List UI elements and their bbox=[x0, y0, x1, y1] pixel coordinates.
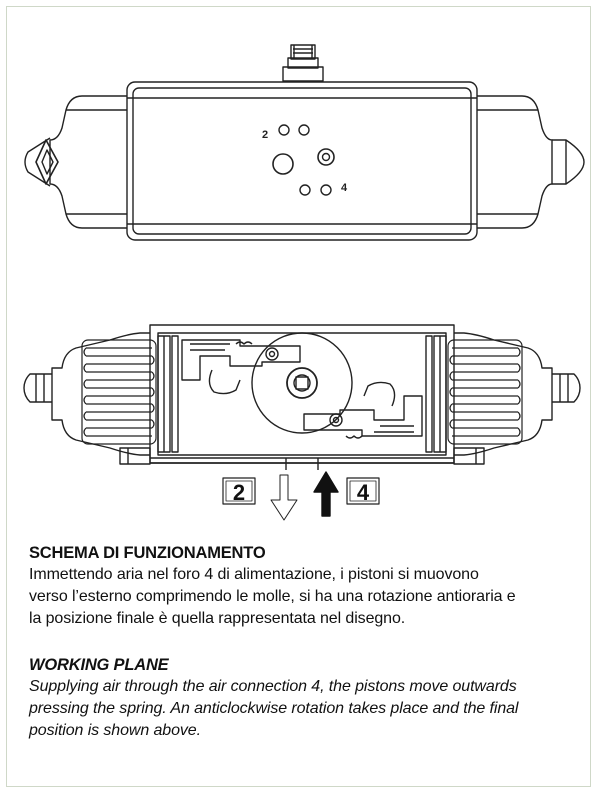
section-right-shaft bbox=[552, 373, 581, 403]
english-description: WORKING PLANE Supplying air through the … bbox=[29, 655, 589, 741]
top-ports bbox=[272, 124, 335, 196]
top-left-cap bbox=[24, 95, 127, 229]
top-right-cap bbox=[477, 95, 585, 229]
arrow-label-4: 4 bbox=[357, 480, 370, 505]
section-left-shaft bbox=[23, 373, 52, 403]
actuator-section-view bbox=[23, 324, 581, 470]
english-line-1: Supplying air through the air connection… bbox=[29, 678, 517, 695]
actuator-top-view bbox=[24, 44, 585, 241]
top-body bbox=[126, 81, 478, 241]
section-right-spring bbox=[447, 339, 523, 445]
section-casing bbox=[51, 324, 553, 465]
exhaust-arrow-2 bbox=[270, 474, 298, 521]
section-port-tube bbox=[150, 457, 454, 470]
supply-arrow-4 bbox=[313, 471, 339, 517]
top-port-label-4: 4 bbox=[341, 182, 348, 194]
italian-heading: SCHEMA DI FUNZIONAMENTO bbox=[29, 544, 266, 562]
english-line-3: position is shown above. bbox=[29, 722, 201, 739]
port-label-box-right bbox=[346, 477, 380, 505]
english-heading: WORKING PLANE bbox=[29, 656, 169, 674]
section-rack-pinion bbox=[181, 332, 423, 439]
english-line-2: pressing the spring. An anticlockwise ro… bbox=[29, 700, 519, 717]
arrow-label-2: 2 bbox=[233, 480, 245, 505]
page-frame bbox=[6, 6, 591, 787]
top-port-label-2: 2 bbox=[262, 129, 268, 141]
italian-description: SCHEMA DI FUNZIONAMENTO Immettendo aria … bbox=[29, 543, 589, 629]
section-pistons bbox=[157, 335, 447, 453]
italian-line-1: Immettendo aria nel foro 4 di alimentazi… bbox=[29, 566, 479, 583]
top-shaft bbox=[282, 44, 324, 82]
actuator-drawing: 2 4 2 4 bbox=[23, 44, 585, 521]
port-label-box-left bbox=[222, 477, 256, 505]
section-left-spring bbox=[81, 339, 157, 445]
italian-line-2: verso l’esterno comprimendo le molle, si… bbox=[29, 588, 516, 605]
italian-line-3: la posizione finale è quella rappresenta… bbox=[29, 610, 406, 627]
